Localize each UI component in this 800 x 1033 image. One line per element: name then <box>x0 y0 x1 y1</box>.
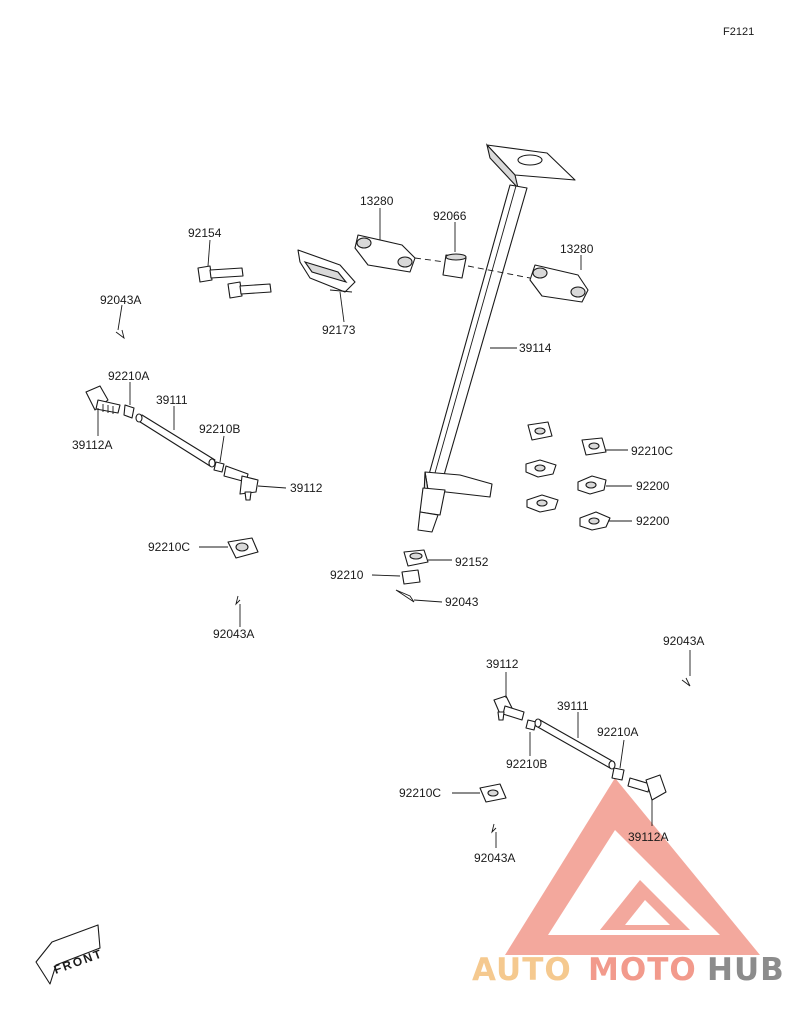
callout-92210A-2: 92210A <box>597 725 638 739</box>
callout-13280-left: 13280 <box>360 194 394 208</box>
callout-92043: 92043 <box>445 595 479 609</box>
leader-lines <box>97 208 691 848</box>
tie-rod-end-39112-right <box>493 695 525 721</box>
cotter-pin-92043A-left-1 <box>115 329 125 340</box>
cover-92173 <box>297 249 356 293</box>
callout-39111-2: 39111 <box>557 699 589 713</box>
callout-39112-2: 39112 <box>486 657 519 671</box>
callout-92200-1: 92200 <box>636 479 670 493</box>
dash-line-2 <box>467 265 531 279</box>
nut-92210-center <box>401 569 421 585</box>
castle-nut-center-top <box>527 421 553 441</box>
watermark-moto: MOTO <box>588 952 697 988</box>
callout-92210C-3: 92210C <box>399 786 441 800</box>
washer-center-1 <box>525 459 557 478</box>
bushing-92066 <box>442 253 467 279</box>
callout-92210B-2: 92210B <box>506 757 547 771</box>
tie-rod-end-39112A-right <box>627 774 667 801</box>
watermark-text: AUTO MOTO HUB <box>472 952 785 988</box>
callout-92066: 92066 <box>433 209 467 223</box>
callout-39112-1: 39112 <box>290 481 323 495</box>
clamp-13280-left <box>354 234 416 273</box>
tie-rod-39111-left <box>135 413 216 468</box>
cotter-pin-92043-center <box>395 589 415 603</box>
front-arrow-icon: FRONT <box>35 924 105 985</box>
clamp-13280-right <box>529 264 589 303</box>
watermark-auto: AUTO <box>472 952 572 988</box>
callout-39114: 39114 <box>519 341 552 355</box>
cotter-pin-92043A-right-2 <box>491 823 497 834</box>
bolt-92154-upper <box>197 265 244 283</box>
callout-39111-1: 39111 <box>156 393 188 407</box>
washer-center-2 <box>526 494 559 513</box>
nut-92210B-left <box>213 461 225 473</box>
cotter-pin-92043A-right-1 <box>681 677 691 687</box>
nut-92210A-left <box>123 404 135 419</box>
callout-92043A-1: 92043A <box>100 293 141 307</box>
castle-nut-92210C-center <box>581 437 607 456</box>
callout-39112A-2: 39112A <box>628 830 668 844</box>
watermark-hub: HUB <box>707 952 785 988</box>
callout-92043A-2: 92043A <box>213 627 254 641</box>
callout-92210C-1: 92210C <box>148 540 190 554</box>
castle-nut-92210C-right <box>479 783 507 803</box>
washer-92200-1 <box>577 475 607 495</box>
cotter-pin-92043A-left-2 <box>235 595 241 606</box>
figure-code: F2121 <box>723 26 754 38</box>
nut-92210B-right <box>525 719 537 731</box>
callout-92043A-3: 92043A <box>663 634 704 648</box>
callout-92200-2: 92200 <box>636 514 670 528</box>
callout-39112A-1: 39112A <box>72 438 112 452</box>
callout-92210B-1: 92210B <box>199 422 240 436</box>
callout-92154: 92154 <box>188 226 222 240</box>
castle-nut-92210C-left <box>227 537 259 559</box>
steering-shaft-39114 <box>417 143 576 533</box>
callout-92210C-2: 92210C <box>631 444 673 458</box>
callout-92210A-1: 92210A <box>108 369 149 383</box>
collar-92152 <box>403 549 429 567</box>
callout-92173: 92173 <box>322 323 356 337</box>
callout-92210: 92210 <box>330 568 364 582</box>
dash-line-1 <box>414 257 446 263</box>
tie-rod-end-39112-left <box>223 465 259 501</box>
tie-rod-end-39112A-left <box>85 385 121 414</box>
callout-13280-right: 13280 <box>560 242 594 256</box>
watermark-logo <box>505 778 760 955</box>
nut-92210A-right <box>611 767 625 781</box>
callout-92043A-4: 92043A <box>474 851 515 865</box>
bolt-92154-lower <box>227 281 272 299</box>
washer-92200-2 <box>579 511 611 531</box>
callout-92152: 92152 <box>455 555 489 569</box>
tie-rod-39111-right <box>534 718 616 770</box>
